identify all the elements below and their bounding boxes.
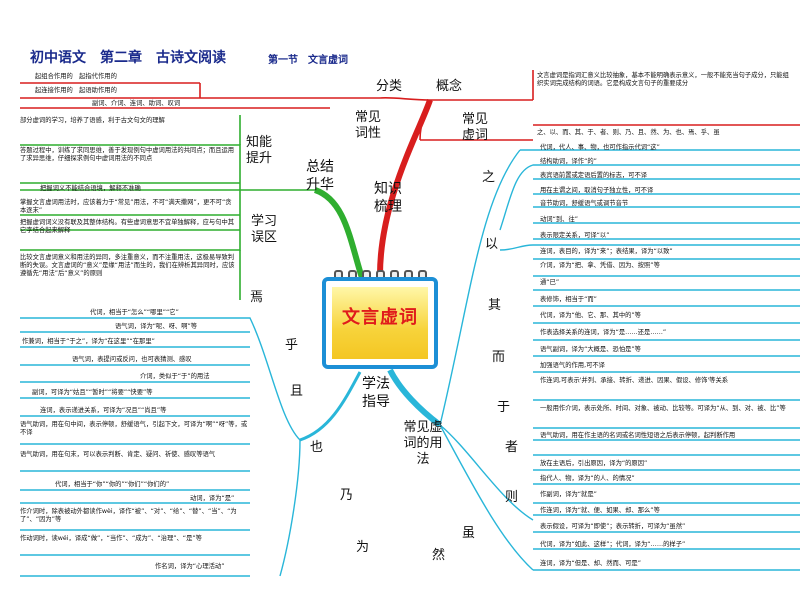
- node-concept: 概念: [436, 79, 463, 94]
- qie-item-1: 副词，可译为“姑且”“暂时”“将要”“快要”等: [32, 389, 153, 396]
- zhi-item-5: 音节助词，舒缓语气或调节音节: [540, 200, 629, 207]
- node-usage: 常见虚词的用法: [403, 420, 443, 467]
- word-yi: 以: [485, 237, 499, 252]
- ze-item-1: 作副词，译为“就是”: [540, 491, 597, 498]
- yi-item-3: 介词，译为“把、拿、凭借、因为、按照”等: [540, 262, 660, 269]
- word-wei: 为: [356, 540, 370, 555]
- node-method: 学法指导: [362, 376, 390, 410]
- word-yu: 于: [497, 400, 511, 415]
- node-mistakes: 学习误区: [250, 214, 277, 245]
- ye-item-1: 语气助词，用在句中间，表示停顿，舒缓语气，引起下文，可译为“啊”“呀”等，或不译: [20, 421, 248, 436]
- zhi-item-3: 表宾语前置或定语后置的标志，可不译: [540, 172, 648, 179]
- zhi-item-2: 结构助词，译作“的”: [540, 158, 597, 165]
- yi-item-1: 表示限定关系，可译“以”: [540, 232, 610, 239]
- zhe-item-2: 放在主语后，引出原因，译为“的原因”: [540, 460, 648, 467]
- ze-item-2: 作连词，译为“就、便、如果、却、那么”等: [540, 507, 660, 514]
- zhi-item-6: 动词“到、往”: [540, 216, 579, 223]
- hu-item-3: 介词，类似于“于”的用法: [140, 373, 210, 380]
- word-hu: 乎: [285, 338, 299, 353]
- ability-text-2: 答题过程中，训练了求同思维，善于发现例句中虚词用法的共同点；而且运用了求异思维，…: [20, 147, 235, 162]
- concept-text: 文言虚词是指词汇意义比较抽象，基本不能明确表示意义，一般不能充当句子成分，只能组…: [537, 72, 789, 87]
- ran-item-2: 连词，译为“但是、却、然而、可是”: [540, 560, 641, 567]
- yu-item-1: 作连词,可表示'并列、承接、转折、递进、因果、假设、修饰'等关系: [540, 377, 729, 384]
- wei-item-1: 作介词时，除表被动外都读作wèi，译作“被”、“对”、“给”、“替”、“当”、“…: [20, 508, 237, 523]
- cyan-right-lines: [387, 149, 800, 571]
- word-qie: 且: [290, 384, 304, 399]
- er-item-2: 语气副词，译为“大概是、恐怕是”等: [540, 346, 641, 353]
- mistake-text-1: 把握词义不能结合语境，解释不准确: [40, 185, 141, 192]
- zhe-item-3: 指代人、物，译为“的人、的情况”: [540, 475, 635, 482]
- node-ability: 知能提升: [245, 135, 272, 166]
- cat-line-1: 起组合作用的 起指代作用的: [35, 73, 117, 80]
- section-title: 第一节 文言虚词: [268, 55, 348, 66]
- mistake-text-3: 把握虚词词义没有联及其整体结构。有些虚词意思不宜单独解释，应与句中其它字结合起来…: [20, 219, 235, 234]
- word-ye: 也: [310, 440, 324, 455]
- node-summary: 总结升华: [306, 159, 334, 193]
- ability-text-1: 部分虚词的学习，培养了语感，利于古文句文的理解: [20, 117, 165, 124]
- zhi-item-1: 代词，代人、事、物，也可作指示代词“这”: [540, 144, 660, 151]
- word-yan: 焉: [250, 290, 264, 305]
- hu-item-1: 作兼词，相当于“于之”，译为“在这里”“在那里”: [22, 338, 155, 345]
- cyan-left-lines: [20, 317, 362, 577]
- properties-list: 副词、介词、连词、助词、叹词: [92, 100, 181, 107]
- qie-item-2: 连词，表示递进关系，可译为“况且”“尚且”等: [40, 407, 167, 414]
- yi-item-2: 连词，表目的，译为“来”；表结果，译为“以致”: [540, 248, 673, 255]
- word-qi: 其: [488, 298, 502, 313]
- hu-item-2: 语气词，表提问或反问，也可表猜测、感叹: [72, 356, 192, 363]
- word-zhi: 之: [482, 170, 496, 185]
- yu-item-2: 一般用作介词，表示处所、时间、对象、被动、比较等。可译为“从、到、对、被、比”等: [540, 405, 786, 412]
- mistake-text-4: 比较文言虚词意义和用法的异同，多注重意义，而不注重用法，这极易导致判断的失误。文…: [20, 254, 235, 277]
- wei-item-2: 作动词时，读wéi，译成“做”，“当作”、“成为”、“治理”、“是”等: [20, 535, 202, 542]
- er-item-3: 加强语气的作用,可不译: [540, 362, 605, 369]
- node-common-words: 常见虚词: [461, 112, 488, 143]
- node-knowledge: 知识梳理: [374, 181, 402, 215]
- yan-item-1: 代词，相当于“怎么”“哪里”“它”: [90, 309, 179, 316]
- center-title: 文言虚词: [342, 307, 418, 328]
- mistake-text-2: 掌握文言虚词用法时，应该着力于“常见”用法，不可“满天撒网”，更不可“贪本逐末”: [20, 199, 232, 214]
- zhi-item-4: 用在主谓之间，取消句子独立性，可不译: [540, 187, 654, 194]
- qi-item-1: 代词，译为“他、它、那、其中的”等: [540, 312, 641, 319]
- node-properties: 常见词性: [354, 110, 381, 141]
- wei-item-3: 作名词，译为“心理活动”: [155, 563, 225, 570]
- sui-item-1: 表示假设，可译为“即使”；表示转折，可译为“虽然”: [540, 523, 686, 530]
- nai-item-2: 动词，译为“是”: [190, 495, 235, 502]
- word-nai: 乃: [340, 488, 354, 503]
- er-item-1: 作表选择关系的连词，译为“是……还是……”: [540, 329, 667, 336]
- cat-line-2: 起连接作用的 起语助作用的: [35, 87, 117, 94]
- red-branch-lines: [20, 70, 800, 276]
- yan-item-2: 语气词，译为“呢、呀、啊”等: [115, 323, 198, 330]
- word-zhe: 者: [505, 440, 519, 455]
- word-ran: 然: [432, 548, 446, 563]
- ye-item-2: 语气助词，用在句末，可以表示判断、肯定、疑问、祈使、感叹等语气: [20, 451, 216, 458]
- ran-item-1: 代词，译为“如此、这样”；代词，译为“……的样子”: [540, 541, 686, 548]
- word-er: 而: [492, 350, 506, 365]
- yi-item-4: 通“已”: [540, 279, 560, 286]
- nai-item-1: 代词，相当于“你”“你的”“你们”“你们的”: [55, 481, 170, 488]
- yi-item-5: 表修饰，相当于“而”: [540, 296, 597, 303]
- zhe-item-1: 语气助词，用在作主语的名词或名词性短语之后表示停顿，起判断作用: [540, 432, 736, 439]
- word-ze: 则: [505, 490, 519, 505]
- green-branch-lines: [20, 115, 365, 300]
- center-topic: 文言虚词: [322, 277, 438, 369]
- word-sui: 虽: [462, 526, 476, 541]
- common-words-text: 之、以、而、其、于、者、则、乃、且、然、为、也、焉、乎、虽: [537, 129, 720, 136]
- chapter-title: 初中语文 第二章 古诗文阅读: [30, 50, 226, 66]
- node-category: 分类: [376, 79, 403, 94]
